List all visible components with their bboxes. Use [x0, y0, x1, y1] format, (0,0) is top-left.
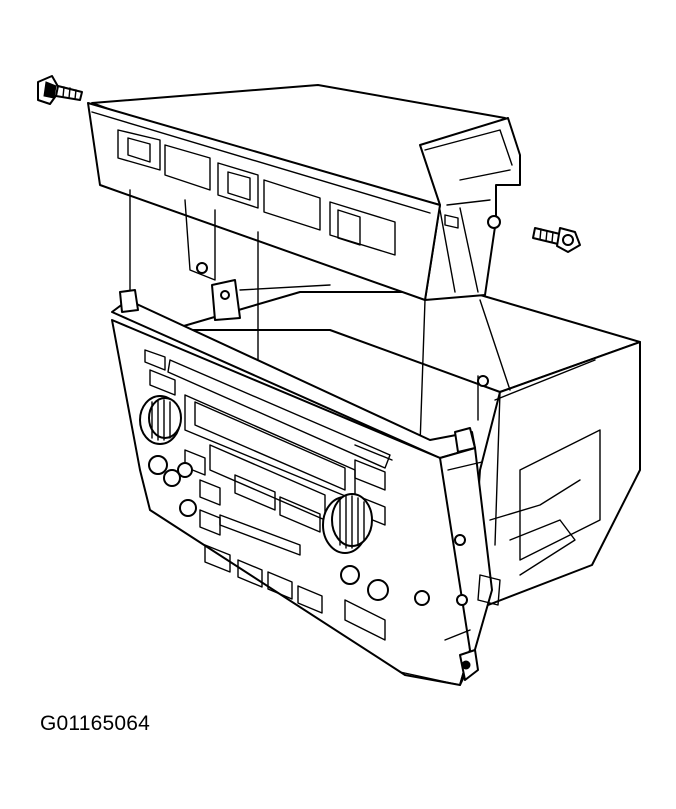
alignment-guide-lines: [129, 189, 511, 446]
radio-chassis: [169, 291, 641, 613]
mounting-bolt-right: [487, 215, 581, 253]
bracket-openings: [117, 129, 396, 256]
figure-id-label: G01165064: [40, 712, 151, 735]
radio-removal-diagram: [37, 75, 641, 686]
button-panel: [149, 369, 386, 641]
tuning-knob-left: [139, 395, 182, 445]
volume-knob-right: [322, 493, 373, 554]
mounting-bolt-left: [37, 75, 83, 105]
rear-bracket-module: [87, 84, 521, 301]
